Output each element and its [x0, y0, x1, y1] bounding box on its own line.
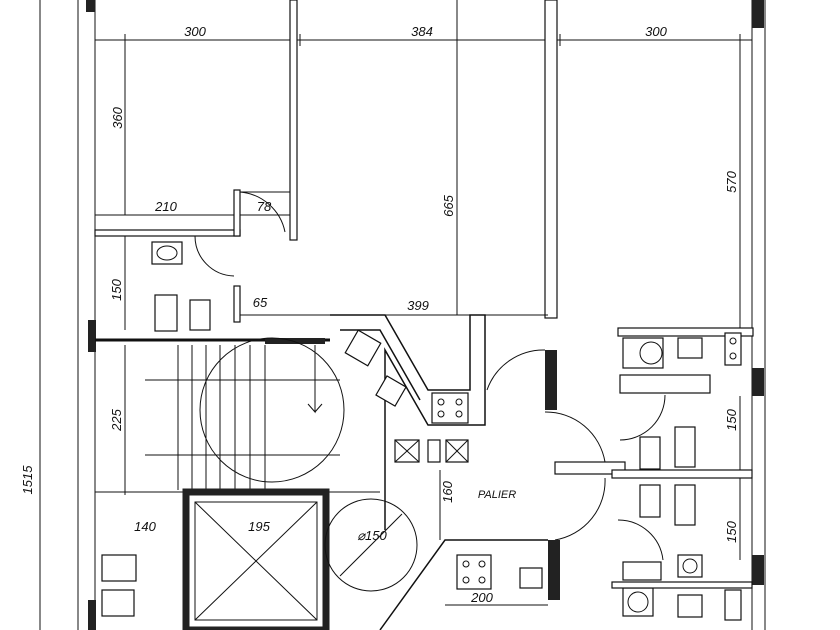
dim-elevator-left: 140	[134, 519, 156, 534]
dim-elevator-width: 195	[248, 519, 270, 534]
outer-walls	[77, 0, 766, 630]
right-toilet-icon	[639, 436, 661, 470]
dim-door-width: 78	[257, 199, 272, 214]
staircase: 225	[95, 337, 380, 495]
dim-bath-width: 210	[154, 199, 177, 214]
toilet-icon	[154, 294, 178, 332]
left-toilet-icon	[101, 554, 137, 582]
dim-right-bath-upper: 150	[724, 408, 739, 430]
core-walls	[330, 314, 486, 530]
dim-landing-height: 160	[440, 480, 455, 502]
dim-circle-diameter: ⌀150	[357, 528, 387, 543]
elevator: 140 195	[101, 488, 330, 630]
dim-stair-height: 225	[109, 408, 124, 431]
right-bathrooms: 150 150	[611, 327, 754, 621]
dim-right-room-height: 570	[724, 170, 739, 192]
dim-top-center: 384	[411, 24, 433, 39]
turning-circle: ⌀150	[324, 498, 418, 592]
washbasin-icon	[151, 241, 183, 265]
stove-icon	[344, 329, 382, 367]
dim-left-room-height: 360	[110, 106, 125, 128]
landing: 160 PALIER	[439, 349, 626, 600]
total-height-dimension: 1515	[20, 0, 41, 630]
top-dimension-line: 300 384 300	[95, 24, 752, 46]
bottom-kitchenette: 200	[379, 539, 548, 630]
dim-bottom-width: 200	[470, 590, 493, 605]
dim-center-height: 665	[441, 194, 456, 216]
right-washbasin-icon	[622, 337, 664, 369]
right-bidet-icon	[674, 426, 696, 468]
dim-right-bath-lower: 150	[724, 520, 739, 542]
left-room: 360 210 78	[94, 0, 298, 241]
dim-bath-height: 150	[109, 278, 124, 300]
dim-top-right: 300	[645, 24, 667, 39]
dim-top-left: 300	[184, 24, 206, 39]
sink-icon	[375, 375, 407, 407]
total-height-label: 1515	[20, 465, 35, 495]
left-bathroom: 150 65	[109, 235, 268, 332]
dim-small-width: 65	[253, 295, 268, 310]
bidet-icon	[189, 299, 211, 331]
landing-label: PALIER	[478, 489, 516, 501]
central-room: 665	[441, 0, 558, 319]
cooktop-icon	[431, 392, 469, 424]
dim-hall-width: 399	[407, 298, 429, 313]
right-room: 570	[724, 40, 741, 330]
